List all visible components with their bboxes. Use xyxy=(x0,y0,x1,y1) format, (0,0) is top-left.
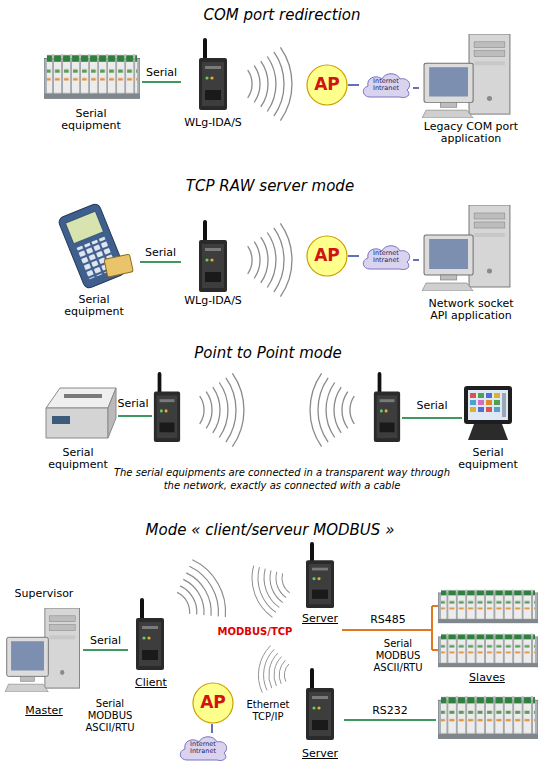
plc-rack xyxy=(438,696,538,739)
node-label: Slaves xyxy=(469,672,505,685)
wireless-device xyxy=(199,220,227,292)
radio-waves xyxy=(255,644,292,696)
radio-waves xyxy=(248,223,292,296)
node-label: Supervisor xyxy=(15,588,74,601)
device-box: Network socket API application xyxy=(419,200,523,325)
protocol-label: MODBUS/TCP xyxy=(210,626,300,637)
node-label: Serial equipment xyxy=(58,294,130,319)
radio-waves xyxy=(246,557,296,620)
plc-rack xyxy=(44,54,140,99)
device-box: Serial equipment xyxy=(40,38,142,135)
network-cloud: Internet Intranet xyxy=(176,733,230,763)
printer xyxy=(46,388,116,438)
access-point-circle: AP xyxy=(192,682,234,724)
device-box: Server xyxy=(296,655,344,763)
device-box: Serial equipment xyxy=(38,380,118,474)
radio-waves xyxy=(200,373,244,446)
node-label: Client xyxy=(135,677,167,690)
wireless-device xyxy=(374,372,400,442)
serial-wire xyxy=(402,417,462,419)
protocol-label: Serial MODBUS ASCII/RTU xyxy=(77,698,143,734)
device-box: Server xyxy=(296,540,344,628)
pos-terminal xyxy=(464,386,512,440)
node-label: Serial equipment xyxy=(55,108,127,133)
section-title: TCP RAW server mode xyxy=(110,177,430,195)
bus-label: RS485 xyxy=(363,614,413,627)
computer xyxy=(422,34,510,118)
connector-line xyxy=(344,719,436,721)
device-box: WLg-IDA/S xyxy=(181,35,245,132)
section-title: COM port redirection xyxy=(122,6,442,24)
device-box: Serial equipment xyxy=(451,380,525,474)
node-label: Internet Intranet xyxy=(366,78,406,93)
network-cloud: Internet Intranet xyxy=(359,70,413,100)
access-point-circle: AP xyxy=(306,235,348,277)
plc-rack xyxy=(438,634,538,668)
network-label: Ethernet TCP/IP xyxy=(238,699,298,723)
node-label: Internet Intranet xyxy=(366,250,406,265)
node-label: AP xyxy=(314,75,340,95)
connector-line xyxy=(142,81,181,83)
access-point-circle: AP xyxy=(306,64,348,106)
wireless-device xyxy=(154,372,180,442)
device-box: Client xyxy=(128,595,174,692)
node-label: AP xyxy=(314,246,340,266)
radio-waves xyxy=(248,47,292,120)
section-title: Point to Point mode xyxy=(108,344,428,362)
node-label: WLg-IDA/S xyxy=(184,295,242,308)
connector-line xyxy=(413,259,419,261)
connector-line xyxy=(83,649,128,651)
connector-label: Serial xyxy=(144,247,177,260)
connector-line xyxy=(413,87,419,89)
connector-label: RS232 xyxy=(371,705,409,718)
handheld-terminal xyxy=(57,203,126,290)
serial-label: Serial xyxy=(407,400,457,413)
network-cloud: Internet Intranet xyxy=(359,242,413,272)
plc-rack xyxy=(438,590,538,624)
node-label: WLg-IDA/S xyxy=(184,117,242,130)
serial-wire xyxy=(118,415,152,417)
connector-line xyxy=(348,84,359,86)
wireless-device xyxy=(306,668,334,740)
connector-line xyxy=(348,255,359,257)
wireless-device xyxy=(306,542,334,608)
device-box: Slaves xyxy=(436,670,538,748)
serial-label: Serial xyxy=(108,398,158,411)
connector-line xyxy=(211,724,213,733)
device-box: Legacy COM port application xyxy=(419,30,523,148)
device-box: SupervisorMaster xyxy=(5,586,83,720)
computer xyxy=(5,608,80,692)
device-box: Serial equipment xyxy=(48,203,140,321)
card xyxy=(104,254,133,277)
wireless-device xyxy=(199,38,227,110)
node-label: Server xyxy=(302,613,338,626)
radio-waves xyxy=(310,373,354,446)
computer xyxy=(422,205,510,291)
node-label: AP xyxy=(200,693,226,713)
note-text: The serial equipments are connected in a… xyxy=(112,466,452,492)
node-label: Legacy COM port application xyxy=(421,121,521,146)
node-label: Internet Intranet xyxy=(183,741,223,756)
protocol-label: Serial MODBUS ASCII/RTU xyxy=(367,638,429,674)
connector-label: Serial xyxy=(145,67,178,80)
connector-label: Serial xyxy=(89,635,122,648)
node-label: Serial equipment xyxy=(42,447,114,472)
section-title: Mode « client/serveur MODBUS » xyxy=(100,521,440,539)
wireless-device xyxy=(136,598,164,670)
node-label: Server xyxy=(302,748,338,761)
node-label: Network socket API application xyxy=(421,298,521,323)
device-box: WLg-IDA/S xyxy=(181,218,245,310)
connector-line xyxy=(140,261,181,263)
node-label: Serial equipment xyxy=(453,447,523,472)
node-label: Master xyxy=(25,705,63,718)
radio-waves xyxy=(167,555,235,632)
